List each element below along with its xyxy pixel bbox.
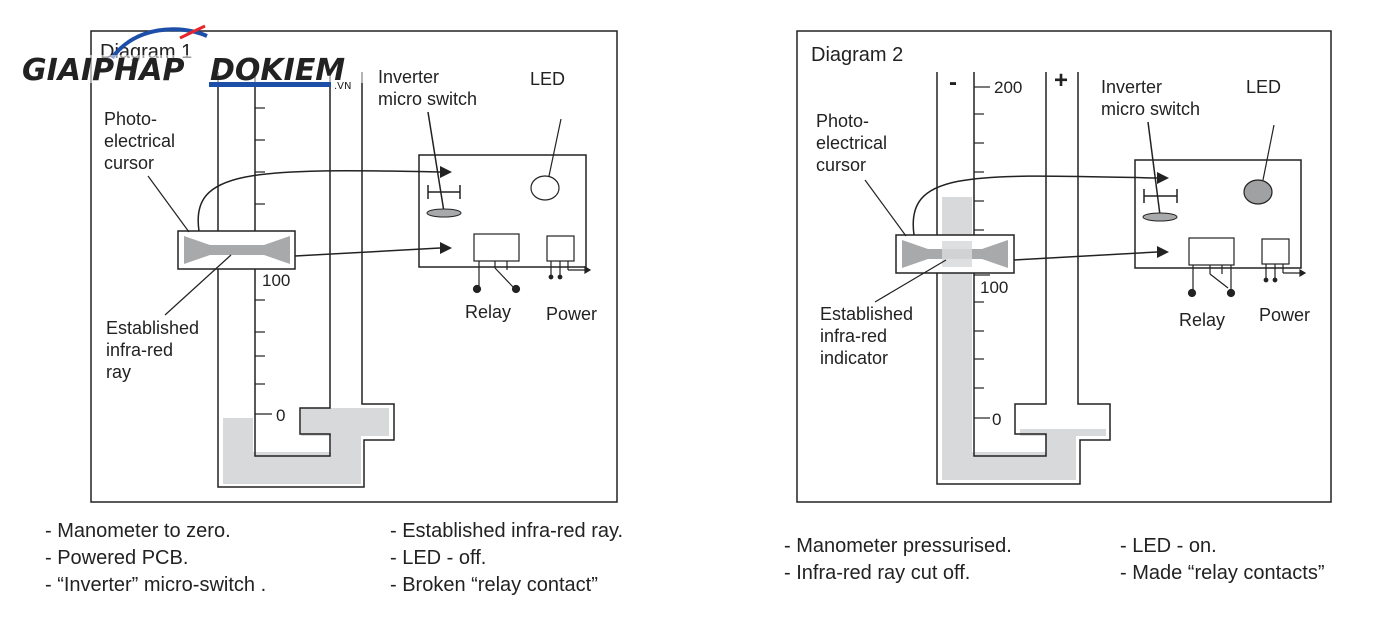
- diagram-2-scale-200: 200: [994, 78, 1022, 97]
- diagram-2-wire-arrows: [1157, 172, 1169, 258]
- diagram-1-note-right-2: - LED - off.: [390, 547, 486, 569]
- diagram-1-frame: [90, 30, 618, 503]
- logo-swoosh: [110, 27, 208, 60]
- diagram-1: Diagram 1 100 0: [45, 30, 623, 596]
- diagram-1-pcb: [418, 154, 587, 268]
- diagram-2-plus-sign: +: [1054, 67, 1068, 94]
- diagram-1-power-leads: [548, 261, 592, 280]
- diagram-2-ray-label-3: indicator: [820, 348, 888, 368]
- diagram-2-note-right-2: - Made “relay contacts”: [1120, 562, 1325, 584]
- diagram-2-tube: [936, 72, 1111, 485]
- diagram-1-relay-label: Relay: [465, 302, 511, 322]
- diagram-2-scale-100: 100: [980, 278, 1008, 297]
- diagram-2-relay-contacts: [1187, 265, 1236, 298]
- diagram-1-ray-label-1: Established: [106, 318, 199, 338]
- diagram-1-cursor-label-2: electrical: [104, 131, 175, 151]
- diagram-1-power: [546, 235, 575, 262]
- logo-ruler-bar: [209, 82, 331, 87]
- logo-swoosh-accent: [179, 24, 206, 40]
- diagram-2-note-left-2: - Infra-red ray cut off.: [784, 562, 970, 584]
- diagram-1-ray-label-2: infra-red: [106, 340, 173, 360]
- diagram-1-led: [530, 175, 560, 201]
- diagram-1-cursor-label-3: cursor: [104, 153, 154, 173]
- diagram-1-relay: [473, 233, 520, 262]
- diagram-2-relay: [1188, 237, 1235, 266]
- diagram-2-led-label: LED: [1246, 77, 1281, 97]
- diagram-1-leaders: [147, 118, 562, 316]
- diagram-2-ray-label-2: infra-red: [820, 326, 887, 346]
- diagram-2-pcb: [1134, 159, 1302, 269]
- diagram-2-switch-label-2: micro switch: [1101, 99, 1200, 119]
- diagram-1-note-right-1: - Established infra-red ray.: [390, 520, 623, 542]
- diagram-1-cursor-label-1: Photo-: [104, 109, 157, 129]
- diagram-2-cursor-label-2: electrical: [816, 133, 887, 153]
- diagram-2-cursor-label-1: Photo-: [816, 111, 869, 131]
- diagram-2-leaders: [864, 124, 1275, 303]
- diagram-1-tube: [217, 72, 395, 488]
- diagram-2-frame: [796, 30, 1332, 503]
- diagram-1-fluid: [223, 408, 389, 484]
- diagram-1-switch-contact: [426, 208, 462, 218]
- site-logo: GIAIPHAP DOKIEM .VN: [20, 24, 370, 92]
- diagram-2-cursor-label-3: cursor: [816, 155, 866, 175]
- diagram-1-note-right-3: - Broken “relay contact”: [390, 574, 598, 596]
- diagram-2: Diagram 2 200 100 0 - +: [784, 30, 1332, 584]
- diagram-1-wire-arrows: [440, 166, 452, 254]
- diagram-2-wires: [912, 175, 1158, 261]
- diagram-2-relay-label: Relay: [1179, 310, 1225, 330]
- diagram-2-micro-switch: [1143, 121, 1178, 216]
- diagram-1-note-left-3: - “Inverter” micro-switch .: [45, 574, 266, 596]
- diagram-2-scale-0: 0: [992, 410, 1001, 429]
- logo-suffix: .VN: [334, 81, 352, 92]
- diagram-1-switch-label-1: Inverter: [378, 67, 439, 87]
- diagram-1-switch-label-2: micro switch: [378, 89, 477, 109]
- diagram-2-scale-ticks: [974, 86, 990, 419]
- diagram-2-minus-sign: -: [949, 69, 957, 96]
- diagram-1-led-label: LED: [530, 69, 565, 89]
- diagram-1-power-label: Power: [546, 304, 597, 324]
- diagram-1-wires: [197, 169, 441, 257]
- diagram-2-power-leads: [1263, 264, 1307, 283]
- diagram-2-power-label: Power: [1259, 305, 1310, 325]
- diagram-2-note-left-1: - Manometer pressurised.: [784, 535, 1012, 557]
- diagram-1-note-left-2: - Powered PCB.: [45, 547, 188, 569]
- diagram-2-title: Diagram 2: [811, 44, 903, 66]
- diagram-1-infrared-ray: [184, 236, 290, 264]
- diagram-2-power: [1261, 238, 1290, 265]
- diagram-2-fluid-through-cursor: [942, 241, 972, 267]
- diagram-2-switch-contact: [1142, 212, 1178, 222]
- diagram-1-note-left-1: - Manometer to zero.: [45, 520, 231, 542]
- diagram-1-micro-switch: [427, 111, 461, 213]
- logo-text-part1: GIAIPHAP: [22, 53, 184, 88]
- diagram-2-switch-label-1: Inverter: [1101, 77, 1162, 97]
- diagram-1-ray-label-3: ray: [106, 362, 131, 382]
- diagram-1-relay-contacts: [472, 261, 521, 294]
- diagram-2-ray-label-1: Established: [820, 304, 913, 324]
- diagram-1-scale-0: 0: [276, 406, 285, 425]
- diagram-2-note-right-1: - LED - on.: [1120, 535, 1217, 557]
- diagram-2-led: [1243, 179, 1273, 205]
- diagram-1-scale-100: 100: [262, 271, 290, 290]
